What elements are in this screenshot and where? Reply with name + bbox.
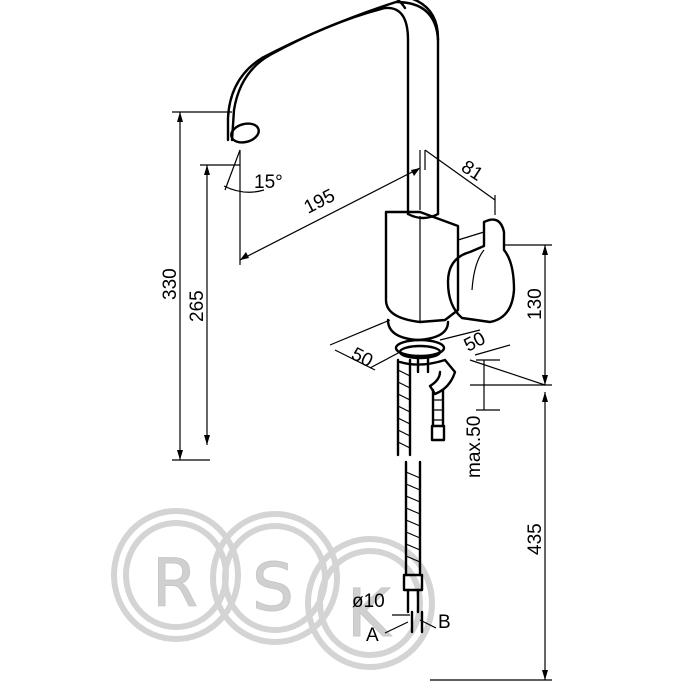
dim-body-height: 130 <box>525 288 546 320</box>
spout-back <box>396 0 440 216</box>
spout-base <box>406 212 440 220</box>
rsk-watermark: R S K <box>111 508 435 670</box>
watermark-letter-r: R <box>152 545 198 622</box>
connector-pipes <box>410 610 424 634</box>
hose-lower-braid <box>405 471 421 563</box>
housing <box>384 210 460 324</box>
dim-hose-length: 435 <box>525 523 546 555</box>
aerator <box>230 122 260 144</box>
dim-height-spout: 265 <box>187 290 208 322</box>
dim-reach: 195 <box>301 185 339 218</box>
watermark-letter-s: S <box>252 549 294 626</box>
washer <box>394 338 446 358</box>
hose-upper-braid <box>397 369 411 449</box>
stud <box>416 354 430 374</box>
mounting-hardware <box>394 338 457 442</box>
dim-hose-diameter: ø10 <box>352 591 385 612</box>
lever <box>446 218 516 324</box>
hose-tail <box>406 588 420 614</box>
rod-thread <box>433 399 443 421</box>
watermark-inner-ring-k <box>317 548 423 658</box>
watermark-ring-k <box>305 536 435 670</box>
lever-detail <box>471 249 485 291</box>
clamp-horseshoe <box>398 358 457 396</box>
connection-a-label: A <box>366 625 379 646</box>
dim-depth: 81 <box>457 157 486 186</box>
threaded-rod <box>431 388 445 428</box>
hose-fitting <box>402 573 424 592</box>
watermark-ring-s <box>210 511 340 645</box>
dim-height-total: 330 <box>160 268 181 300</box>
watermark-letter-k: K <box>347 575 392 652</box>
watermark-ring-r <box>111 508 241 642</box>
dim-angle: 15° <box>254 172 283 193</box>
spout-inner <box>226 0 440 142</box>
dim-max-thickness: max.50 <box>464 416 485 478</box>
base-flange <box>386 318 450 342</box>
rod-nut <box>430 424 446 442</box>
supply-hoses <box>396 358 424 634</box>
dimension-lines <box>172 111 552 681</box>
connection-b-label: B <box>438 612 451 633</box>
lever-joint <box>457 231 485 241</box>
dimension-labels: 330 265 195 15° 81 130 50 50 max.50 435 … <box>160 157 546 646</box>
